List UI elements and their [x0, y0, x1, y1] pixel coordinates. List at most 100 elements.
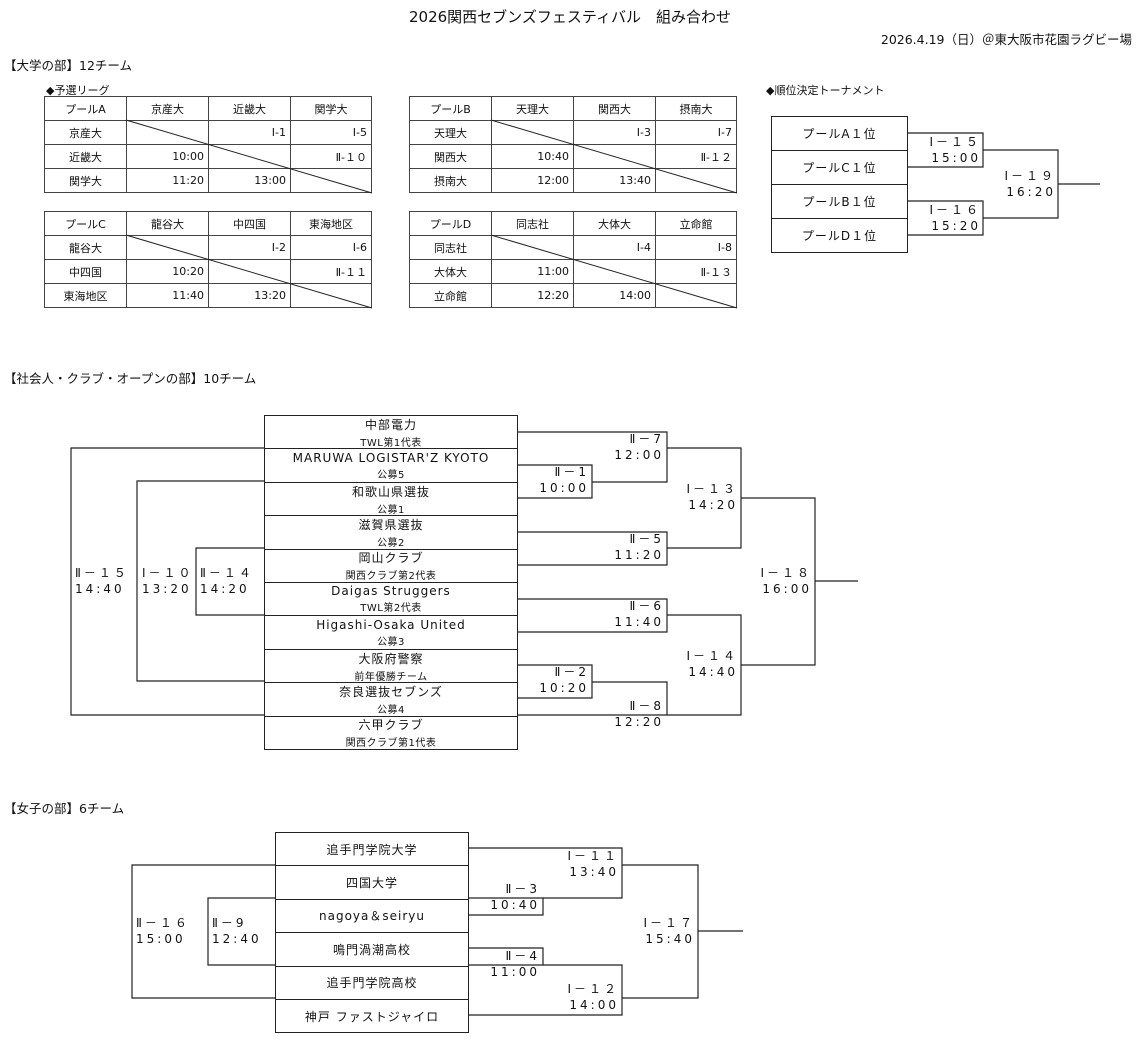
pool-team-name: 関学大: [44, 168, 127, 193]
team-name: 岡山クラブ: [358, 551, 424, 566]
team-name: 和歌山県選抜: [351, 484, 430, 499]
pool-team-header: 立命館: [655, 211, 737, 236]
pool-team-name: 中四国: [44, 259, 127, 284]
date-venue: 2026.4.19（日）＠東大阪市花園ラグビー場: [880, 32, 1132, 47]
team-qualification: 公募1: [377, 504, 405, 516]
team-qualification: 公募4: [377, 704, 405, 716]
seed-box: プールB１位: [771, 184, 908, 219]
team-qualification: TWL第2代表: [360, 603, 422, 615]
pool-team-name: 大体大: [409, 259, 492, 284]
tournament-label: ◆順位決定トーナメント: [766, 84, 885, 97]
pool-team-header: 関学大: [290, 96, 372, 121]
team-name: 大阪府警察: [358, 651, 424, 666]
team-qualification: 前年優勝チーム: [354, 671, 428, 683]
team-name: 四国大学: [345, 876, 398, 891]
open-heading: 【社会人・クラブ・オープンの部】10チーム: [4, 371, 257, 386]
seed-box: プールA１位: [771, 116, 908, 151]
seed-box: プールC１位: [771, 150, 908, 185]
team-box: 大阪府警察前年優勝チーム: [264, 648, 518, 684]
university-heading: 【大学の部】12チーム: [4, 58, 133, 73]
pool-name: プールB: [409, 96, 492, 121]
team-name: 六甲クラブ: [358, 718, 424, 733]
pool-team-name: 京産大: [44, 120, 127, 145]
pool-team-header: 関西大: [573, 96, 656, 121]
seed-box: プールD１位: [771, 218, 908, 253]
pool-team-header: 東海地区: [290, 211, 372, 236]
team-box: 六甲クラブ関西クラブ第1代表: [264, 715, 518, 750]
team-qualification: 公募5: [377, 469, 405, 481]
pool-team-name: 東海地区: [44, 283, 127, 308]
team-qualification: TWL第1代表: [360, 437, 422, 449]
women-heading: 【女子の部】6チーム: [4, 801, 125, 816]
pool-team-name: 同志社: [409, 235, 492, 260]
team-box: 神戸 ファストジャイロ: [275, 999, 469, 1034]
team-name: 追手門学院高校: [326, 976, 418, 991]
pool-team-header: 天理大: [491, 96, 574, 121]
team-name: 滋賀県選抜: [358, 517, 424, 532]
team-qualification: 関西クラブ第1代表: [345, 738, 437, 750]
pool-name: プールA: [44, 96, 127, 121]
team-box: nagoya＆seiryu: [275, 898, 469, 934]
team-name: Daigas Struggers: [331, 584, 451, 599]
team-qualification: 関西クラブ第2代表: [345, 571, 437, 583]
pool-team-header: 近畿大: [208, 96, 291, 121]
team-qualification: 公募3: [377, 636, 405, 648]
team-name: MARUWA LOGISTAR'Z KYOTO: [292, 450, 490, 465]
seed-label: プールA１位: [802, 127, 877, 141]
pool-name: プールD: [409, 211, 492, 236]
pool-team-header: 京産大: [126, 96, 209, 121]
team-name: 鳴門渦潮高校: [332, 942, 411, 957]
league-label: ◆予選リーグ: [46, 84, 110, 97]
team-box: Higashi-Osaka United 公募3: [264, 615, 518, 650]
seed-label: プールD１位: [801, 229, 878, 243]
team-name: 追手門学院大学: [326, 842, 418, 857]
pool-team-name: 天理大: [409, 120, 492, 145]
team-name: nagoya＆seiryu: [319, 909, 425, 924]
pool-team-name: 近畿大: [44, 144, 127, 169]
team-box: MARUWA LOGISTAR'Z KYOTO 公募5: [264, 448, 518, 483]
team-box: 四国大学: [275, 865, 469, 900]
team-qualification: 公募2: [377, 537, 405, 549]
pool-team-header: 大体大: [573, 211, 656, 236]
seed-label: プールC１位: [802, 161, 877, 175]
pool-team-name: 摂南大: [409, 168, 492, 193]
team-box: 追手門学院高校: [275, 965, 469, 1000]
team-box: 岡山クラブ関西クラブ第2代表: [264, 548, 518, 583]
team-name: 中部電力: [364, 417, 417, 432]
team-name: Higashi-Osaka United: [316, 617, 466, 632]
team-box: 中部電力 TWL第1代表: [264, 415, 518, 450]
team-box: 鳴門渦潮高校: [275, 932, 469, 967]
seed-label: プールB１位: [802, 195, 877, 209]
team-name: 神戸 ファストジャイロ: [304, 1009, 440, 1024]
page-title: 2026関西セブンズフェスティバル 組み合わせ: [409, 8, 731, 26]
pool-name: プールC: [44, 211, 127, 236]
